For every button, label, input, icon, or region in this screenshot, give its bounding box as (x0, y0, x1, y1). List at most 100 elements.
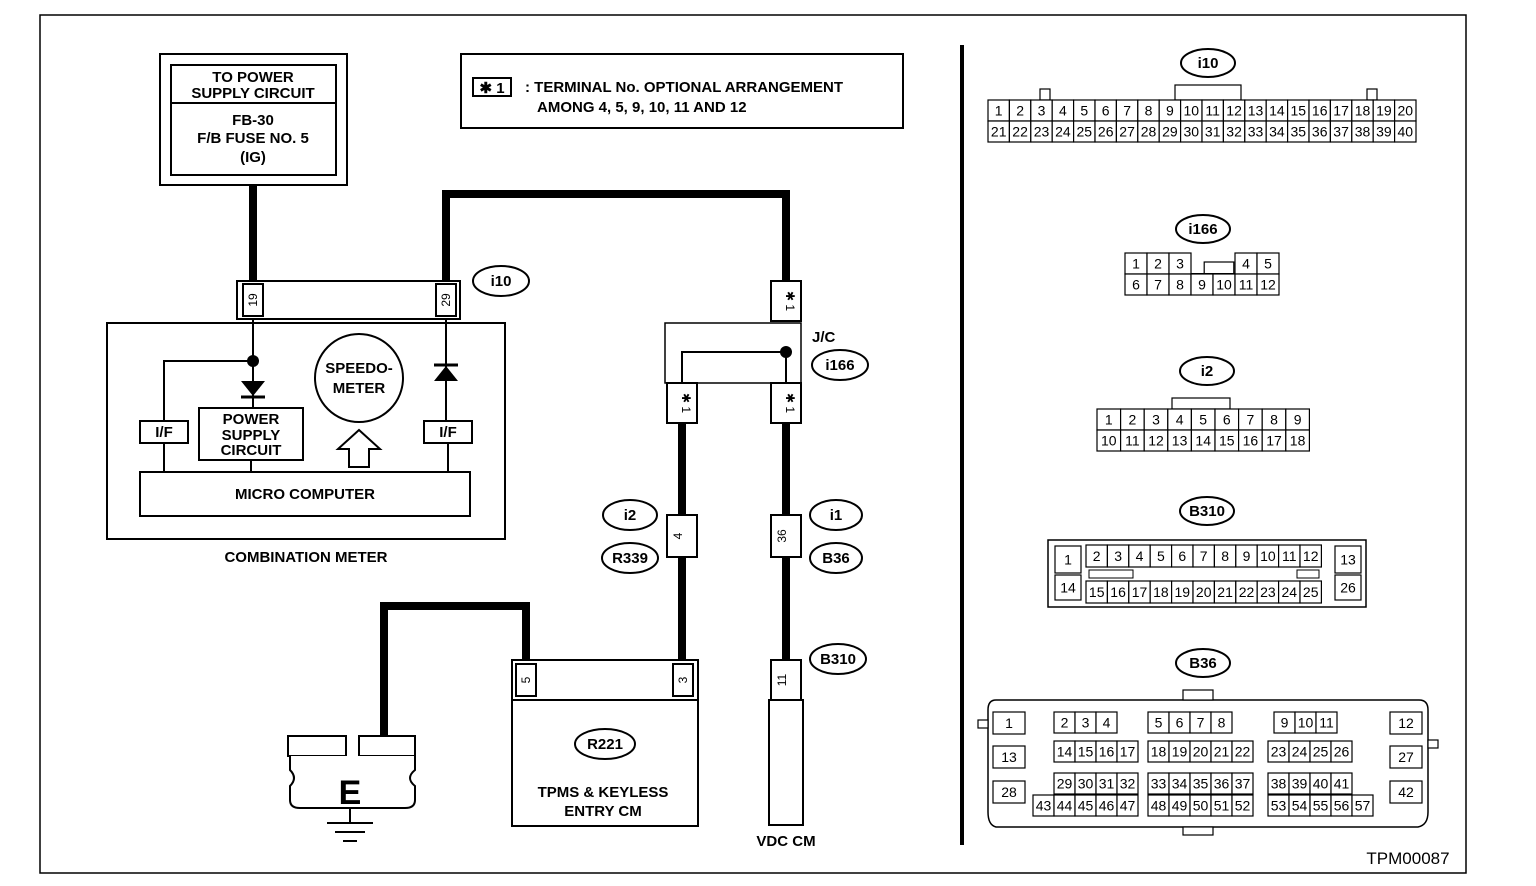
b36-pin: 1 (1005, 715, 1013, 731)
i10-pin: 35 (1291, 124, 1307, 140)
b310-pin-cell (1299, 580, 1322, 604)
b36-pin-cell (1315, 711, 1338, 734)
b36-pin: 42 (1398, 784, 1414, 800)
b310-pin: 7 (1200, 548, 1208, 564)
b36-pin: 45 (1078, 798, 1094, 814)
b310-pin: 10 (1260, 548, 1276, 564)
b310-pin: 23 (1260, 584, 1276, 600)
b310-face-label-oval (1179, 496, 1235, 526)
wire-29-to-jc (442, 190, 790, 281)
power-supply-box: TO POWER SUPPLY CIRCUIT FB-30 F/B FUSE N… (159, 53, 348, 186)
i2-pin: 7 (1247, 412, 1255, 428)
b310-pin-cell (1054, 545, 1082, 574)
pin-19: 19 (246, 293, 260, 307)
outer-frame (39, 14, 1467, 874)
i166-pin: 3 (1176, 256, 1184, 272)
i10-pin: 9 (1166, 103, 1174, 119)
b36-pin: 14 (1057, 744, 1073, 760)
i10-latch (1174, 84, 1242, 101)
b36-pin: 7 (1197, 715, 1205, 731)
b36-pin-cell (1116, 794, 1139, 817)
connector-i2-r339: 4 i2 R339 (601, 499, 698, 574)
b36-pin-cell (1389, 745, 1423, 769)
i2-label: i2 (624, 507, 637, 524)
speedo-line2: METER (333, 380, 386, 397)
i2-pin: 15 (1219, 433, 1235, 449)
i2-pin: 4 (1176, 412, 1184, 428)
i166-pin: 8 (1176, 277, 1184, 293)
b36-pin: 22 (1235, 744, 1251, 760)
i166-pin: 12 (1260, 277, 1276, 293)
i2-pin: 1 (1105, 412, 1113, 428)
i10-pin: 11 (1205, 103, 1220, 119)
i10-pin: 4 (1059, 103, 1067, 119)
tpms-line1: TPMS & KEYLESS (538, 784, 669, 801)
i2-latch (1171, 397, 1231, 410)
i166-pin: 1 (1132, 256, 1140, 272)
combination-meter: I/F I/F POWER SUPPLY CIRCUIT SPEEDO- MET… (106, 319, 506, 566)
b36-pin: 15 (1078, 744, 1094, 760)
b310-pin-cell (1334, 574, 1362, 601)
b310-pin: 17 (1132, 584, 1148, 600)
i10-pin: 30 (1184, 124, 1200, 140)
i10-face-label-oval (1180, 48, 1236, 78)
b36-pin: 37 (1235, 776, 1251, 792)
b36-pin: 54 (1292, 798, 1308, 814)
i10-pin: 25 (1077, 124, 1093, 140)
b36-pin: 32 (1120, 776, 1136, 792)
b36-pin-cell (1330, 740, 1353, 763)
i166-pin: 2 (1154, 256, 1162, 272)
i166-face-label-oval (1175, 214, 1231, 244)
i166-face-label: i166 (1188, 221, 1217, 238)
b310-pin: 18 (1153, 584, 1169, 600)
combination-meter-title: COMBINATION METER (224, 549, 387, 566)
i2-face-label-oval (1179, 356, 1235, 386)
i2-pin: 5 (1199, 412, 1207, 428)
i10-pin: 29 (1162, 124, 1178, 140)
i10-pin: 1 (995, 103, 1003, 119)
b36-pin: 6 (1176, 715, 1184, 731)
b36-pin: 44 (1057, 798, 1073, 814)
if-left: I/F (155, 424, 173, 441)
b36-pin: 21 (1214, 744, 1230, 760)
arrow-up-icon (335, 428, 383, 468)
b310-pin: 2 (1093, 548, 1101, 564)
terminal-note: ✱ 1 : TERMINAL No. OPTIONAL ARRANGEMENT … (460, 53, 904, 129)
b36-pin: 16 (1099, 744, 1115, 760)
i166-pin: 9 (1198, 277, 1206, 293)
i10-pin: 17 (1333, 103, 1349, 119)
i10-pin: 37 (1333, 124, 1349, 140)
micro-computer-box (139, 471, 471, 517)
b36-pin: 56 (1334, 798, 1350, 814)
b36-pin-cell (992, 711, 1026, 735)
b310-pin-cell (1299, 544, 1322, 568)
i10-pin: 21 (991, 124, 1007, 140)
i166-pin-cell (1256, 273, 1280, 296)
i10-pin: 14 (1269, 103, 1285, 119)
speedo-line1: SPEEDO- (325, 360, 393, 377)
i2-pin: 17 (1266, 433, 1282, 449)
if-right: I/F (439, 424, 457, 441)
b36-pin-cell (1095, 711, 1118, 734)
i166-pin: 10 (1216, 277, 1232, 293)
i2-pin: 12 (1148, 433, 1164, 449)
fuse-ig: (IG) (240, 149, 266, 166)
i2-pin: 2 (1129, 412, 1137, 428)
b310-pin: 24 (1282, 584, 1298, 600)
b310-pin: 19 (1175, 584, 1191, 600)
i166-pin: 7 (1154, 277, 1162, 293)
b36-pin: 5 (1155, 715, 1163, 731)
i2-pin: 8 (1270, 412, 1278, 428)
i10-pin: 19 (1376, 103, 1392, 119)
b310-pin: 21 (1217, 584, 1233, 600)
b36-pin: 38 (1271, 776, 1287, 792)
power-box-line2: SUPPLY CIRCUIT (191, 85, 314, 102)
b36-key-right (1427, 739, 1439, 749)
i2-pin: 6 (1223, 412, 1231, 428)
b310-pin-cell (1334, 545, 1362, 574)
b36-pin: 35 (1193, 776, 1209, 792)
wire-5-to-ground (380, 602, 530, 736)
